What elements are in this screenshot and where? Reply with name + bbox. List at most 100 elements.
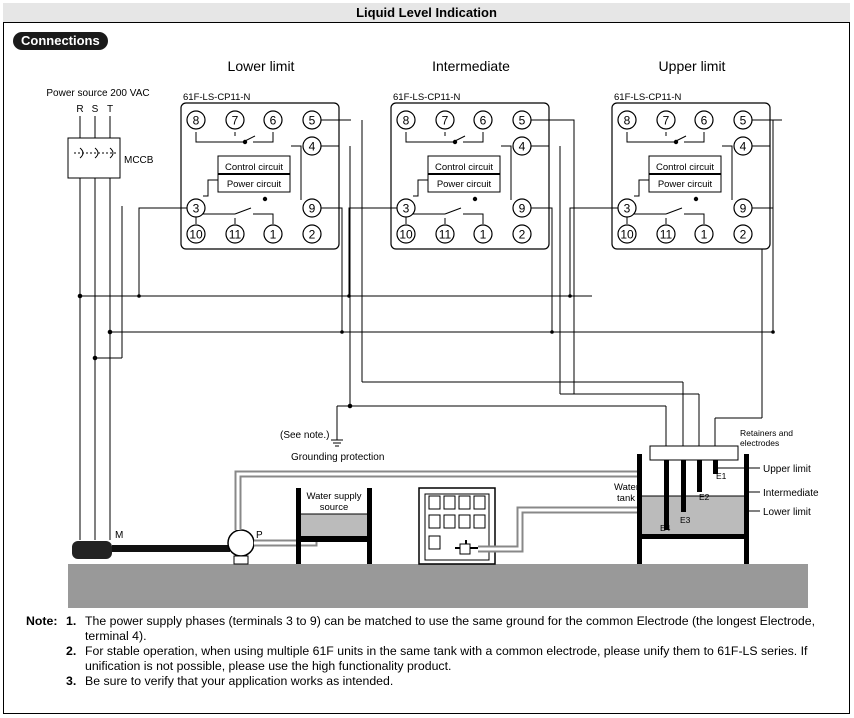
unit-model: 61F-LS-CP11-N: [183, 92, 251, 103]
terminal-label: 10: [620, 228, 634, 242]
control-circuit-label: Control circuit: [225, 162, 283, 173]
terminal-8: [186, 110, 206, 130]
note-number: 1.: [66, 614, 77, 628]
outlet-pipe: [478, 506, 644, 553]
unit-model: 61F-LS-CP11-N: [614, 92, 682, 103]
electrode-e4: E4: [660, 523, 671, 533]
note-text: Be sure to verify that your application …: [85, 674, 394, 688]
phase-r-label: R: [76, 104, 83, 115]
terminal-label: 1: [701, 228, 708, 242]
mccb-label: MCCB: [124, 155, 154, 166]
terminal-2: [302, 224, 322, 244]
terminal-label: 2: [519, 228, 526, 242]
terminal-1: [694, 224, 714, 244]
terminal-label: 5: [519, 114, 526, 128]
terminal-label: 7: [663, 114, 670, 128]
phase-s-label: S: [92, 104, 99, 115]
water-supply-tank: [296, 488, 372, 564]
relay-units: Lower limit 61F-LS-CP11-N Control circuitP…: [137, 58, 782, 394]
notes-block: Note: 1. The power supply phases (termin…: [26, 614, 836, 689]
terminal-label: 9: [740, 202, 747, 216]
level-lower-label: Lower limit: [763, 507, 811, 518]
terminal-label: 8: [403, 114, 410, 128]
terminal-label: 5: [740, 114, 747, 128]
terminal-label: 2: [309, 228, 316, 242]
phase-t-label: T: [107, 104, 113, 115]
terminal-label: 6: [701, 114, 708, 128]
terminal-label: 1: [270, 228, 277, 242]
unit-heading: Upper limit: [659, 58, 726, 74]
terminal-label: 4: [519, 140, 526, 154]
power-source-label: Power source 200 VAC: [46, 88, 149, 99]
pump-shaft: [112, 545, 230, 552]
section-label: Connections: [13, 32, 108, 50]
terminal-label: 9: [519, 202, 526, 216]
grounding-label: Grounding protection: [291, 452, 384, 463]
feeder-wiring: [539, 119, 774, 394]
terminal-10: [186, 224, 206, 244]
water-tank-label-2: tank: [617, 493, 635, 504]
terminal-label: 10: [399, 228, 413, 242]
terminal-8: [396, 110, 416, 130]
terminal-label: 11: [229, 228, 242, 242]
control-circuit-label: Control circuit: [435, 162, 493, 173]
terminal-label: 11: [660, 228, 673, 242]
terminal-label: 7: [442, 114, 449, 128]
terminal-label: 1: [480, 228, 487, 242]
note-number: 2.: [66, 644, 77, 658]
terminal-11: [435, 224, 455, 244]
terminal-label: 4: [740, 140, 747, 154]
pump-label: P: [256, 530, 263, 541]
terminal-label: 5: [309, 114, 316, 128]
terminal-label: 4: [309, 140, 316, 154]
pump: [227, 529, 255, 557]
terminal-11: [656, 224, 676, 244]
note-text: For stable operation, when using multipl…: [85, 644, 808, 673]
terminal-label: 11: [439, 228, 452, 242]
unit-heading: Lower limit: [228, 58, 295, 74]
water-tank-label-1: Water: [614, 482, 639, 493]
terminal-8: [617, 110, 637, 130]
terminal-label: 10: [189, 228, 203, 242]
bus-wiring: [77, 206, 773, 361]
relay-unit-2: Intermediate 61F-LS-CP11-N Control circuit…: [347, 58, 561, 334]
level-intermediate-label: Intermediate: [763, 488, 819, 499]
terminal-label: 6: [270, 114, 277, 128]
terminal-label: 8: [193, 114, 200, 128]
note-item-1: Note: 1. The power supply phases (termin…: [26, 614, 836, 644]
power-circuit-label: Power circuit: [437, 179, 492, 190]
see-note-label: (See note.): [280, 430, 329, 441]
floor: [68, 564, 808, 608]
terminal-7: [225, 110, 245, 130]
terminal-11: [225, 224, 245, 244]
external-wiring: [138, 119, 351, 332]
power-circuit-label: Power circuit: [227, 179, 282, 190]
terminal-label: 7: [232, 114, 239, 128]
unit-heading: Intermediate: [432, 58, 510, 74]
terminal-label: 2: [740, 228, 747, 242]
electrode-e2: E2: [699, 492, 710, 502]
terminal-label: 8: [624, 114, 631, 128]
terminal-1: [263, 224, 283, 244]
terminal-6: [694, 110, 714, 130]
terminal-7: [656, 110, 676, 130]
terminal-1: [473, 224, 493, 244]
motor: [72, 541, 112, 559]
electrode-e3: E3: [680, 515, 691, 525]
supply-lines: [79, 116, 111, 540]
supply-label-2: source: [320, 502, 349, 513]
terminal-label: 3: [193, 202, 200, 216]
terminal-6: [473, 110, 493, 130]
terminal-6: [263, 110, 283, 130]
relay-unit-1: Lower limit 61F-LS-CP11-N Control circuitP…: [137, 58, 351, 334]
page-title: Liquid Level Indication: [3, 3, 850, 23]
terminal-10: [396, 224, 416, 244]
note-item-2: 2. For stable operation, when using mult…: [26, 644, 836, 674]
terminal-label: 6: [480, 114, 487, 128]
control-circuit-label: Control circuit: [656, 162, 714, 173]
unit-model: 61F-LS-CP11-N: [393, 92, 461, 103]
terminal-10: [617, 224, 637, 244]
